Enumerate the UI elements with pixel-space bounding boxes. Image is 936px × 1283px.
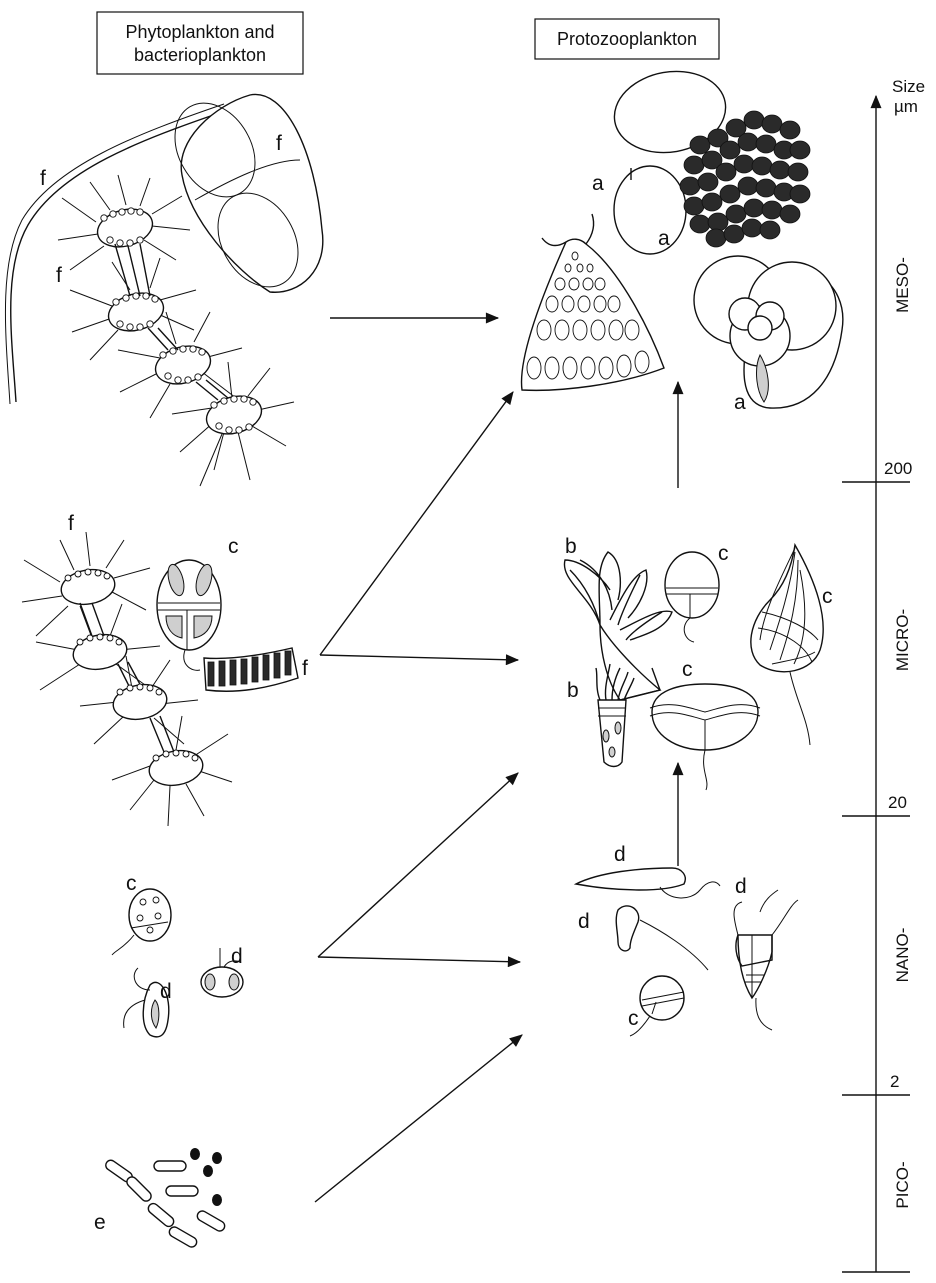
- label-c: c: [822, 585, 833, 608]
- label-f: f: [40, 167, 46, 190]
- picoplankton-group: e: [94, 1148, 226, 1249]
- class-nano: NANO-: [893, 928, 912, 983]
- flagellate-d: [576, 868, 720, 898]
- label-b: b: [567, 679, 579, 702]
- label-f: f: [68, 512, 74, 535]
- trophic-arrows: [315, 318, 678, 1202]
- label-f: f: [56, 264, 62, 287]
- nano-phytoplankton-group: c d d: [112, 872, 243, 1037]
- dinoflagellate-cell: [157, 560, 221, 670]
- size-scale: Size µm 200 20 2 MESO- MICRO- NANO- PICO…: [842, 77, 925, 1272]
- ciliate-b: [564, 552, 672, 700]
- tick-label-20: 20: [888, 793, 907, 812]
- class-pico: PICO-: [893, 1161, 912, 1208]
- flagellate-d: [616, 906, 708, 970]
- class-meso: MESO-: [893, 257, 912, 313]
- label-c: c: [682, 658, 693, 681]
- label-c: c: [126, 872, 137, 895]
- choanoflagellate-d: [734, 890, 798, 1030]
- micro-protozooplankton-group: b c c b c: [564, 535, 832, 790]
- label-b: b: [565, 535, 577, 558]
- meso-phytoplankton-group: f f f: [5, 89, 322, 486]
- arrow-micro-phyto-to-meso-proto: [320, 392, 513, 655]
- tick-label-200: 200: [884, 459, 912, 478]
- tick-label-2: 2: [890, 1072, 899, 1091]
- proto-header-text: Protozooplankton: [557, 29, 697, 49]
- label-e: e: [94, 1211, 106, 1234]
- label-a: a: [592, 172, 604, 195]
- arrow-nano-phyto-to-micro-proto: [318, 773, 518, 957]
- label-d: d: [578, 910, 590, 933]
- protozooplankton-header: Protozooplankton: [535, 19, 719, 59]
- phyto-header-line2: bacterioplankton: [134, 45, 266, 65]
- label-c: c: [628, 1007, 639, 1030]
- label-c: c: [718, 542, 729, 565]
- dinoflagellate-c: [665, 552, 719, 642]
- phyto-header-line1: Phytoplankton and: [125, 22, 274, 42]
- arrow-pico-to-nano-proto: [315, 1035, 522, 1202]
- arrow-nano-phyto-to-nano-proto: [318, 957, 520, 962]
- nano-protozooplankton-group: d d d c: [576, 843, 798, 1036]
- label-f: f: [276, 132, 282, 155]
- size-unit: µm: [894, 97, 918, 116]
- label-d: d: [160, 980, 172, 1003]
- twisted-ciliate-c: [751, 545, 823, 745]
- class-micro: MICRO-: [893, 609, 912, 671]
- meso-protozooplankton-group: a a a: [522, 63, 843, 414]
- label-d: d: [735, 875, 747, 898]
- label-c: c: [228, 535, 239, 558]
- label-a: a: [734, 391, 746, 414]
- ribbon-colony-diatom: [204, 648, 298, 691]
- phytoplankton-header: Phytoplankton and bacterioplankton: [97, 12, 303, 74]
- label-d: d: [231, 945, 243, 968]
- cylindrical-diatom: [159, 89, 323, 302]
- size-title: Size: [892, 77, 925, 96]
- foraminifer: [694, 256, 843, 408]
- label-a: a: [658, 227, 670, 250]
- label-d: d: [614, 843, 626, 866]
- colonial-radiolarian: [608, 63, 810, 254]
- label-f: f: [302, 657, 308, 680]
- arrow-micro-phyto-to-micro-proto: [320, 655, 518, 660]
- flagellate-c: [112, 889, 171, 955]
- micro-phytoplankton-group: f c f: [22, 512, 308, 826]
- dinoflagellate-c: [650, 684, 760, 790]
